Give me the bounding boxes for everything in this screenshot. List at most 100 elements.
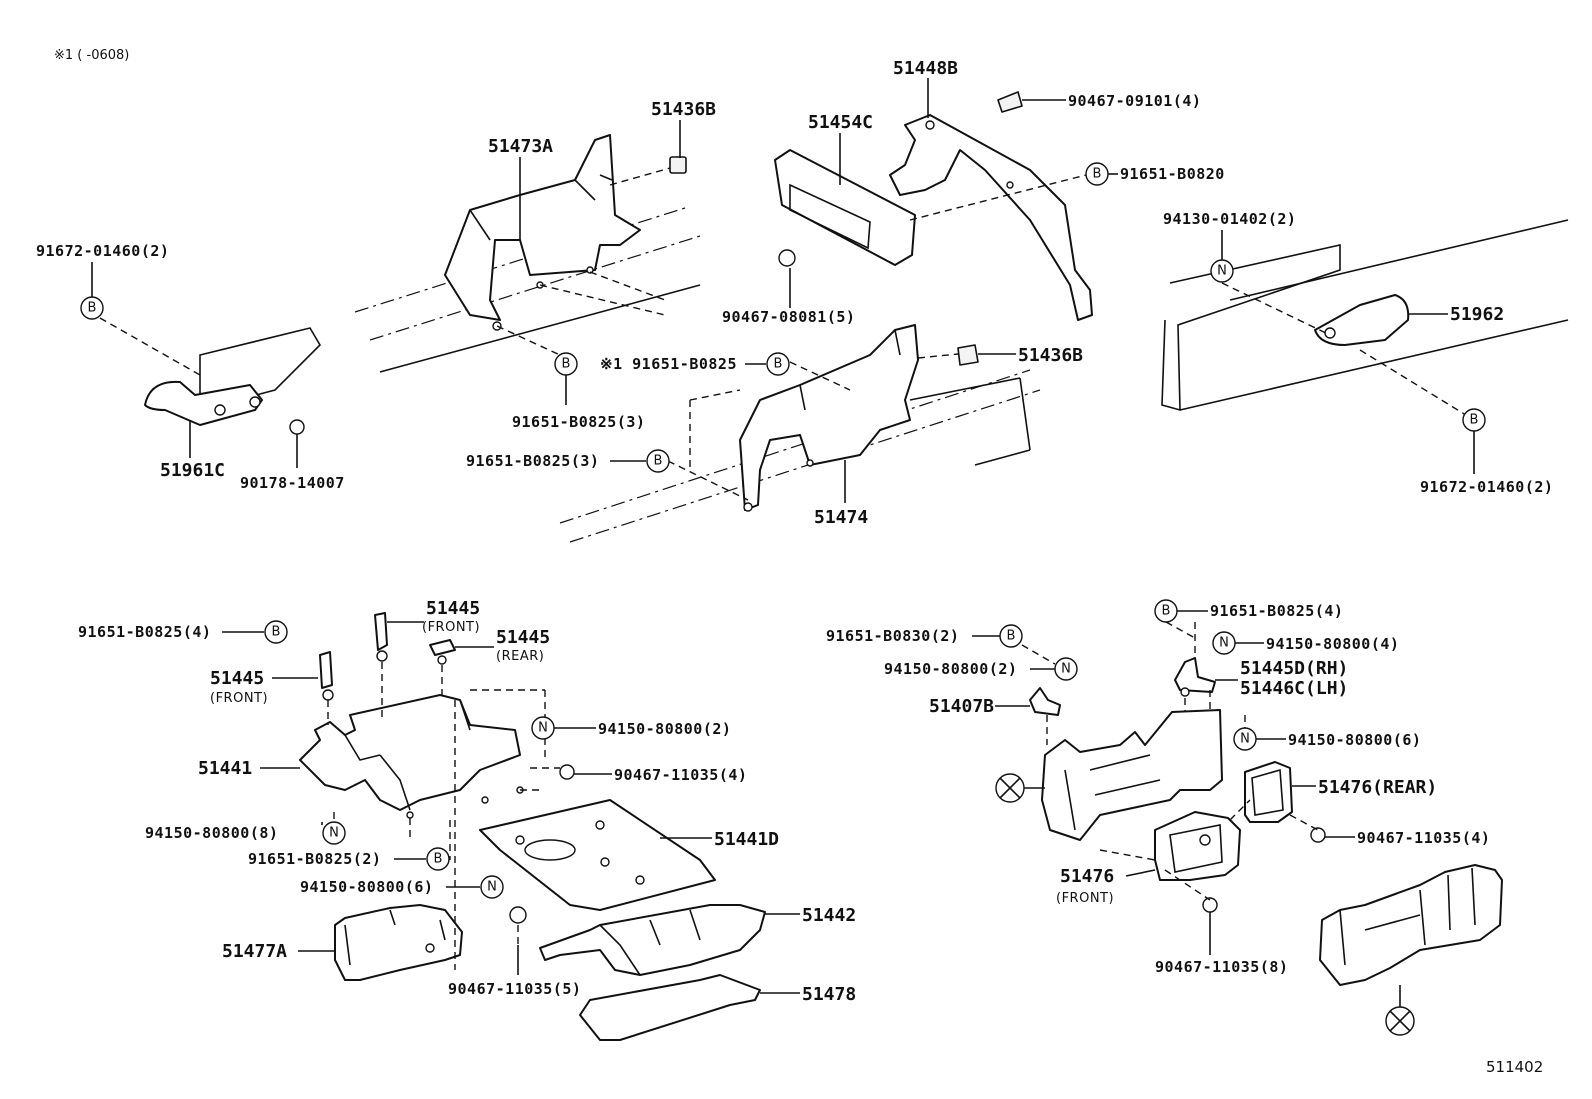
label-51441D: 51441D — [714, 829, 779, 850]
label-90467-11035-4a: 90467-11035(4) — [614, 766, 747, 784]
label-51445-b: 51445 — [496, 627, 550, 648]
bottom-right-dashed — [1021, 621, 1319, 901]
label-51445-b-sub: (REAR) — [496, 649, 544, 664]
label-51477A: 51477A — [222, 941, 287, 962]
label-51476-rear: 51476(REAR) — [1318, 777, 1437, 798]
label-51446C: 51446C(LH) — [1240, 678, 1348, 699]
svg-text:B: B — [1470, 413, 1479, 428]
part-51476-front-plate — [1154, 811, 1241, 881]
part-51445-bracket-rear — [429, 639, 456, 665]
frame-rail-lines — [354, 207, 1041, 543]
label-51445D: 51445D(RH) — [1240, 658, 1348, 679]
label-91651-B0830: 91651-B0830(2) — [826, 627, 959, 645]
label-91651-B0825-3b: 91651-B0825(3) — [466, 452, 599, 470]
part-51436B-clip-mid — [957, 344, 979, 366]
part-side-shield-rh — [1041, 709, 1223, 841]
part-51445D-bracket — [1174, 657, 1216, 697]
clip-x-symbol — [995, 773, 1025, 803]
part-51441-shield — [299, 694, 524, 819]
diagram-code: 511402 — [1486, 1058, 1543, 1076]
header-note: ※1 ( -0608) — [54, 48, 129, 63]
svg-text:B: B — [774, 357, 783, 372]
clip-90467-11035 — [1310, 827, 1326, 843]
label-51445-c: 51445 — [210, 668, 264, 689]
part-51448B-bracket — [889, 114, 1093, 321]
label-90467-11035-4b: 90467-11035(4) — [1357, 829, 1490, 847]
clip-90467-11035 — [1202, 897, 1218, 913]
label-51478: 51478 — [802, 984, 856, 1005]
label-51476-front-sub: (FRONT) — [1056, 891, 1114, 906]
bolt-symbol-b: B — [766, 352, 790, 376]
part-51441D-plate — [479, 799, 716, 911]
part-51407B-bracket — [1029, 687, 1061, 716]
label-94150-80800-8: 94150-80800(8) — [145, 824, 278, 842]
bolt-symbol-b: B — [426, 847, 450, 871]
label-51407B: 51407B — [929, 696, 994, 717]
label-51473A: 51473A — [488, 136, 553, 157]
part-51476-rear-plate — [1244, 761, 1293, 823]
part-51473A-bracket — [444, 134, 641, 331]
label-91651-B0825-4b: 91651-B0825(4) — [1210, 602, 1343, 620]
svg-text:B: B — [272, 625, 281, 640]
part-51436B-clip-top — [669, 156, 687, 174]
bottom-left-dashed — [327, 662, 560, 970]
label-91672-01460-left: 91672-01460(2) — [36, 242, 169, 260]
label-90467-08081: 90467-08081(5) — [722, 308, 855, 326]
nut-symbol-n: N — [1054, 657, 1078, 681]
label-94130-01402: 94130-01402(2) — [1163, 210, 1296, 228]
clip-x-symbol — [1385, 1006, 1415, 1036]
part-51445-bracket-front-c — [319, 651, 334, 701]
bolt-symbol-b: B — [80, 296, 104, 320]
label-51445-a: 51445 — [426, 598, 480, 619]
svg-text:B: B — [1007, 629, 1016, 644]
top-dashed-leaders — [99, 167, 1475, 501]
label-51442: 51442 — [802, 905, 856, 926]
label-91651-B0825-3a: 91651-B0825(3) — [512, 413, 645, 431]
label-90467-11035-5: 90467-11035(5) — [448, 980, 581, 998]
label-91651-B0820: 91651-B0820 — [1120, 165, 1225, 183]
label-51445-a-sub: (FRONT) — [422, 620, 480, 635]
bolt-symbol-b: B — [999, 624, 1023, 648]
label-91672-01460-right: 91672-01460(2) — [1420, 478, 1553, 496]
nut-symbol-n: N — [1233, 727, 1257, 751]
part-51477A-bracket — [334, 904, 463, 981]
label-51436B-top: 51436B — [651, 99, 716, 120]
label-94150-80800-6b: 94150-80800(6) — [1288, 731, 1421, 749]
svg-text:B: B — [88, 301, 97, 316]
part-51961C-hook — [144, 327, 322, 435]
svg-text:N: N — [329, 826, 339, 841]
part-51442-shield — [539, 904, 766, 976]
part-51478-plate — [579, 974, 761, 1041]
label-91651-B0825-star: ※1 91651-B0825 — [600, 355, 737, 373]
label-94150-80800-6a: 94150-80800(6) — [300, 878, 433, 896]
label-90178-14007: 90178-14007 — [240, 474, 345, 492]
label-51476-front: 51476 — [1060, 866, 1114, 887]
part-51962-hook — [1161, 219, 1569, 412]
nut-symbol-n: N — [1210, 259, 1234, 283]
label-51454C: 51454C — [808, 112, 873, 133]
label-51445-c-sub: (FRONT) — [210, 691, 268, 706]
svg-text:N: N — [1240, 732, 1250, 747]
part-51454C-plate — [774, 149, 916, 267]
part-90467-09101-clip — [997, 91, 1023, 113]
svg-text:N: N — [538, 721, 548, 736]
svg-text:N: N — [1219, 636, 1229, 651]
nut-symbol-n: N — [480, 875, 504, 899]
bolt-symbol-b: B — [646, 449, 670, 473]
bolt-symbol-b: B — [1154, 599, 1178, 623]
clip-90467-11035 — [559, 764, 575, 780]
label-51448B: 51448B — [893, 58, 958, 79]
svg-text:N: N — [487, 880, 497, 895]
bolt-symbol-b: B — [1462, 408, 1486, 432]
bolt-symbol-b: B — [1085, 162, 1109, 186]
label-94150-80800-4: 94150-80800(4) — [1266, 635, 1399, 653]
svg-text:B: B — [434, 852, 443, 867]
svg-text:N: N — [1217, 264, 1227, 279]
label-51441: 51441 — [198, 758, 252, 779]
svg-text:B: B — [1093, 167, 1102, 182]
label-51961C: 51961C — [160, 460, 225, 481]
part-lower-rear-shield — [1319, 864, 1503, 986]
label-51436B-mid: 51436B — [1018, 345, 1083, 366]
part-51474-bracket — [739, 324, 919, 512]
